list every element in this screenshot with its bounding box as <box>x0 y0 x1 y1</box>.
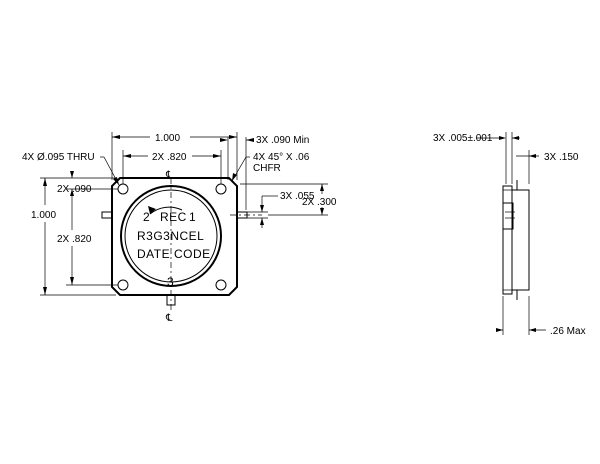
side-body <box>511 189 530 291</box>
dim-max-height: .26 Max <box>550 326 586 337</box>
label-port-1: 1 <box>189 210 196 224</box>
dim-chamfer-line2: CHFR <box>253 163 281 174</box>
dim-hole-diameter: 4X Ø.095 THRU <box>22 152 95 163</box>
side-tab <box>502 202 514 230</box>
dim-tab-offset: 2X .300 <box>302 197 337 208</box>
circulation-arrowhead <box>148 206 156 214</box>
label-part-number: R3G3NCEL <box>137 229 204 243</box>
centerline-symbol-bottom: ℄ <box>165 313 173 324</box>
side-base-plate <box>502 185 513 295</box>
label-rec: REC <box>160 210 187 224</box>
side-view: 3X .005±.001 3X .150 .26 Max <box>433 132 586 337</box>
dim-tab-thickness: 3X .055 <box>280 191 315 202</box>
mounting-hole-top-left <box>117 183 129 195</box>
dim-hole-spacing-x: 2X .820 <box>152 152 187 163</box>
dim-tab-length: 3X .150 <box>544 152 579 163</box>
mounting-hole-bottom-left <box>117 279 129 291</box>
dim-hole-edge-offset: 2X .090 <box>57 184 92 195</box>
label-port-2: 2 <box>143 210 150 224</box>
mounting-hole-top-right <box>215 183 227 195</box>
front-view: ℄ ℄ 2 REC 1 R3G3NCEL DATE CODE 3 1.000 2… <box>22 132 337 324</box>
dim-hole-spacing-y: 2X .820 <box>57 234 92 245</box>
dim-chamfer-line1: 4X 45° X .06 <box>253 152 310 163</box>
dim-tab-flatness: 3X .005±.001 <box>433 133 493 144</box>
housing-outline <box>111 177 238 296</box>
label-date-code: DATE CODE <box>137 247 211 261</box>
dim-width-overall: 1.000 <box>155 133 180 144</box>
mounting-hole-bottom-right <box>215 279 227 291</box>
centerline-symbol-top: ℄ <box>165 170 173 181</box>
tab-port-2 <box>101 211 113 219</box>
dim-height-overall: 1.000 <box>31 210 56 221</box>
dim-tab-width: 3X .090 Min <box>256 135 309 146</box>
circulation-arrow <box>149 206 183 215</box>
label-port-3: 3 <box>167 275 174 289</box>
